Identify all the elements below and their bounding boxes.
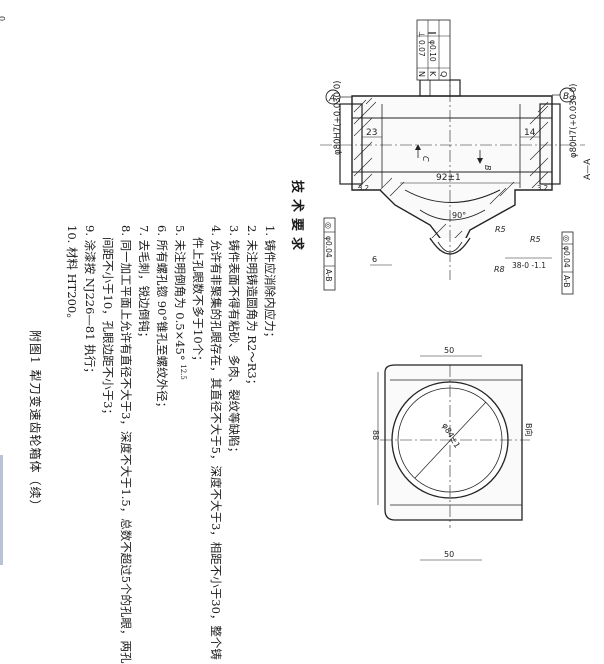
dim-38: 38-0 -1.1 xyxy=(512,261,546,270)
note-8-cont: 间距不小于10，孔眼边距不小于3； xyxy=(101,237,115,420)
dim-88: 88 xyxy=(371,430,380,440)
dim-bore-left: φ80H7(+0.030 0) xyxy=(333,81,343,155)
fcf-right-value: φ0.04 xyxy=(562,246,571,268)
dim-92: 92±1 xyxy=(436,173,461,183)
rough-right: 3.2 xyxy=(537,184,548,192)
datum-a-label: A xyxy=(328,94,335,104)
view-arrow-b: B xyxy=(483,165,492,171)
dim-14: 14 xyxy=(524,128,536,138)
dim-6: 6 xyxy=(372,255,377,264)
note-7: 7. 去毛刺，锐边倒钝； xyxy=(137,225,151,344)
note-10: 10. 材料 HT200。 xyxy=(65,225,79,325)
notes-heading: 技术要求 xyxy=(289,180,304,257)
dim-r5-b: R5 xyxy=(530,235,541,244)
dim-50-bottom: 50 xyxy=(444,550,454,559)
dim-50-top: 50 xyxy=(444,346,454,355)
note-1: 1. 铸件应消除内应力； xyxy=(263,225,277,344)
fcf-top-datum-2: Q xyxy=(439,71,448,77)
note-4-cont: 件上孔眼数不多于10个； xyxy=(191,237,205,367)
view-arrow-c: C xyxy=(421,156,430,162)
note-9: 9. 涂漆按 NJ226—81 执行； xyxy=(83,225,97,379)
datum-b-label: B xyxy=(563,92,569,102)
fcf-top-symbol-0: ⊥ xyxy=(417,31,426,38)
dim-r8: R8 xyxy=(494,265,505,274)
binding-spine xyxy=(0,455,3,565)
dim-23: 23 xyxy=(366,128,377,138)
fcf-top-datum-0: N xyxy=(417,71,426,77)
note-4: 4. 允许有非聚集的孔眼存在，其直径不大于5，深度不大于3，相距不小于30，整个… xyxy=(209,225,223,660)
fcf-right-datum: A-B xyxy=(562,275,571,288)
page-number: 0 xyxy=(0,16,6,21)
engineering-drawing: A B 23 14 92±1 φ80H7(+0.030 0) φ80H7(+0.… xyxy=(320,19,593,561)
fcf-top-group xyxy=(416,19,451,81)
fcf-top-value-1: φ0.10 xyxy=(428,40,437,62)
note-6: 6. 所有螺孔锪 90°锥孔至螺纹外径； xyxy=(155,225,169,414)
dim-angle-90: 90° xyxy=(452,211,466,220)
technical-requirements: 技术要求 1. 铸件应消除内应力； 2. 未注明铸造圆角为 R2～R3； 3. … xyxy=(0,0,304,664)
note-5: 5. 未注明倒角为 0.5×45° 12.5 xyxy=(172,225,188,380)
dim-r5-a: R5 xyxy=(495,225,506,234)
note-8: 8. 同一加工平面上允许有直径不大于3，深度不大于1.5，总数不超过5个的孔眼，… xyxy=(119,225,133,664)
note-5-text: 5. 未注明倒角为 0.5×45° xyxy=(173,225,187,361)
view-b: φ84±1 50 50 88 B向 xyxy=(371,346,534,561)
figure-caption: 附图1 犁刀变速齿轮箱体（续） xyxy=(28,330,42,513)
fcf-left-symbol: ◎ xyxy=(324,222,333,229)
rough-chamfer: 12.5 xyxy=(178,364,187,380)
fcf-right-symbol: ◎ xyxy=(562,235,571,242)
note-3: 3. 铸件表面不得有粘砂、多肉、裂纹等缺陷； xyxy=(227,225,241,459)
fcf-top-symbol-1: ∥ xyxy=(428,31,437,35)
fcf-left-value: φ0.04 xyxy=(324,236,333,258)
fcf-left-datum: A-B xyxy=(324,269,333,282)
note-2: 2. 未注明铸造圆角为 R2～R3； xyxy=(245,225,259,391)
rough-left: 3.2 xyxy=(358,184,369,192)
view-b-label: B向 xyxy=(524,423,534,437)
fcf-top-datum-1: K xyxy=(428,71,437,77)
section-label-aa: A—A xyxy=(583,158,593,180)
dim-bore-right: φ80H7(+0.030 0) xyxy=(569,84,579,158)
fcf-top-value-0: 0.07 xyxy=(417,40,426,57)
section-view-aa: A B 23 14 92±1 φ80H7(+0.030 0) φ80H7(+0.… xyxy=(320,19,593,295)
